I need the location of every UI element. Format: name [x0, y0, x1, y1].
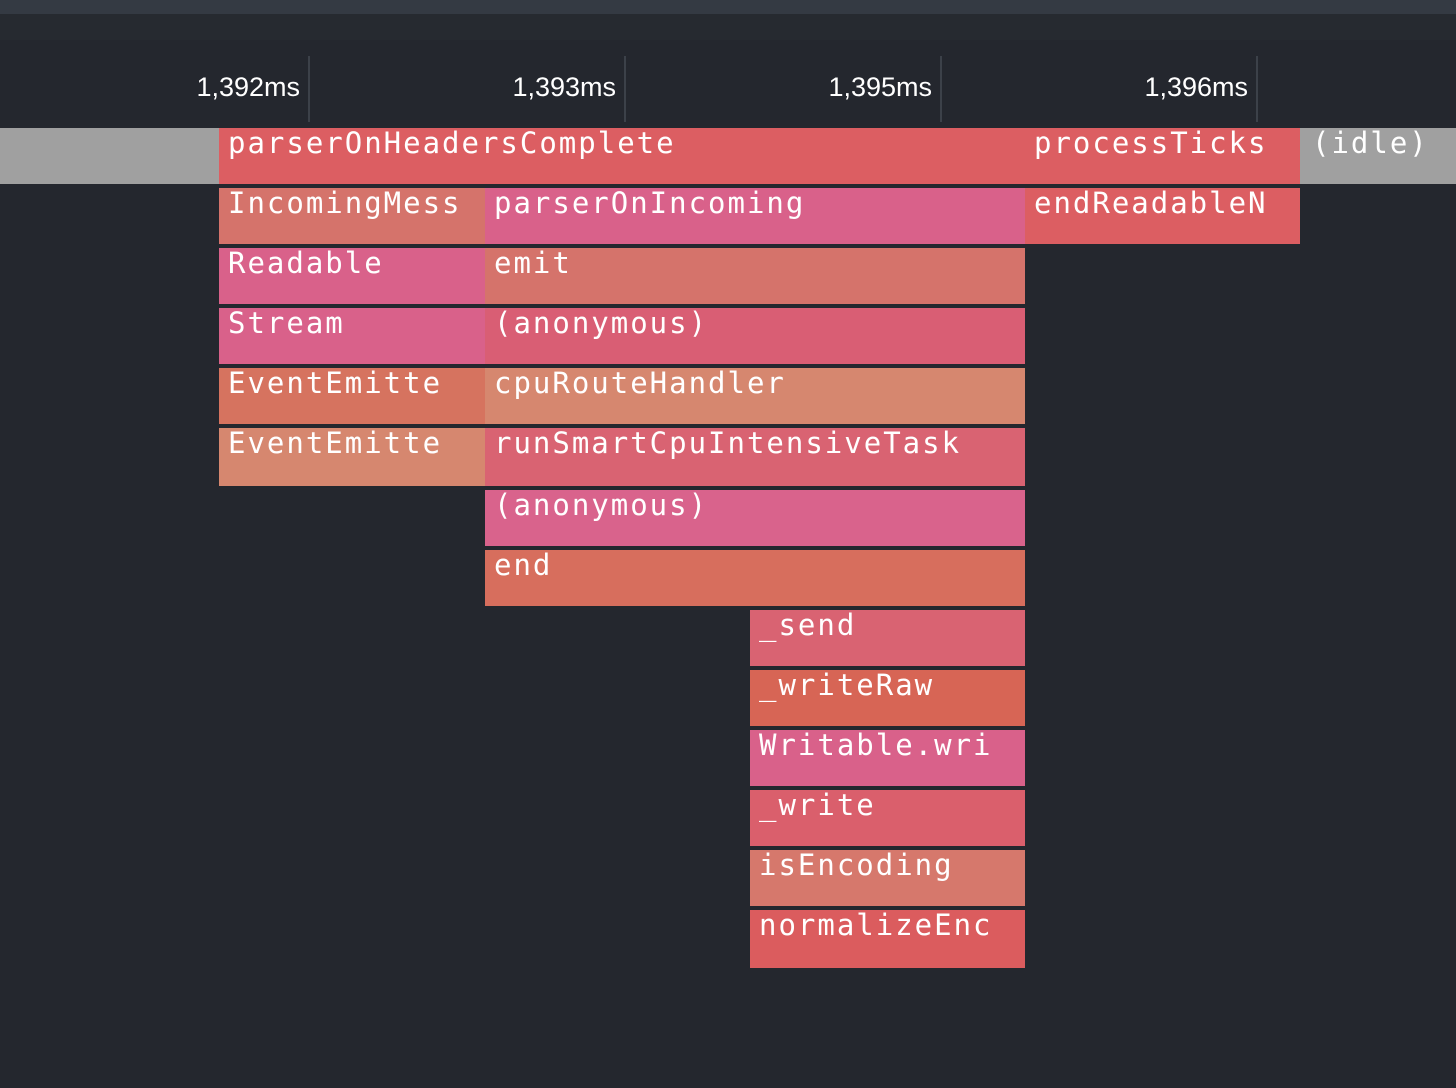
frame-EventEmitter[interactable]: EventEmitte	[219, 428, 485, 486]
frame-send[interactable]: _send	[750, 610, 1025, 666]
frame-label: cpuRouteHandler	[494, 368, 786, 400]
frame-parserOnIncoming[interactable]: parserOnIncoming	[485, 188, 1025, 244]
frame-end[interactable]: end	[485, 550, 1025, 606]
frame-idle[interactable]: (idle)	[1300, 128, 1456, 184]
frame-label: EventEmitte	[228, 428, 443, 460]
frame-EventEmitter[interactable]: EventEmitte	[219, 368, 485, 424]
frame-label: emit	[494, 248, 572, 280]
frame-writeRaw[interactable]: _writeRaw	[750, 670, 1025, 726]
tick-label: 1,393ms	[512, 72, 616, 102]
frame-label: processTicks	[1034, 128, 1268, 160]
frame-label: _write	[759, 790, 876, 822]
frame-label: (anonymous)	[494, 308, 709, 340]
frame-label: Stream	[228, 308, 345, 340]
frame-Writable-write[interactable]: Writable.wri	[750, 730, 1025, 786]
frame-label: parserOnIncoming	[494, 188, 806, 220]
frame-label: Readable	[228, 248, 384, 280]
tick-line	[624, 56, 626, 122]
frame-parserOnHeadersComplete[interactable]: parserOnHeadersComplete	[219, 128, 1025, 184]
frame-cpuRouteHandler[interactable]: cpuRouteHandler	[485, 368, 1025, 424]
tick-label: 1,392ms	[196, 72, 300, 102]
frame-label: parserOnHeadersComplete	[228, 128, 676, 160]
frame-label: _writeRaw	[759, 670, 935, 702]
frame-Stream[interactable]: Stream	[219, 308, 485, 364]
tick-line	[940, 56, 942, 122]
tick-line	[308, 56, 310, 122]
frame-label: (anonymous)	[494, 490, 709, 522]
frame-Readable[interactable]: Readable	[219, 248, 485, 304]
frame-label: _send	[759, 610, 857, 642]
tick-label: 1,396ms	[1144, 72, 1248, 102]
frame-IncomingMessage[interactable]: IncomingMess	[219, 188, 485, 244]
tick-line	[1256, 56, 1258, 122]
frame-emit[interactable]: emit	[485, 248, 1025, 304]
frame-label: (idle)	[1312, 128, 1429, 160]
frame-normalizeEncoding[interactable]: normalizeEnc	[750, 910, 1025, 968]
frame-isEncoding[interactable]: isEncoding	[750, 850, 1025, 906]
frame-label: IncomingMess	[228, 188, 462, 220]
frame-write[interactable]: _write	[750, 790, 1025, 846]
frame-processTicks[interactable]: processTicks	[1025, 128, 1300, 184]
frame-anonymous[interactable]: (anonymous)	[485, 308, 1025, 364]
frame-label: endReadableN	[1034, 188, 1268, 220]
timeline-ruler: 1,392ms 1,393ms 1,395ms 1,396ms	[0, 40, 1456, 126]
frame-label: runSmartCpuIntensiveTask	[494, 428, 962, 460]
toolbar-strip	[0, 0, 1456, 14]
frame-runSmartCpuIntensiveTask[interactable]: runSmartCpuIntensiveTask	[485, 428, 1025, 486]
frame-label: EventEmitte	[228, 368, 443, 400]
frame-anonymous[interactable]: (anonymous)	[485, 490, 1025, 546]
frame-label: Writable.wri	[759, 730, 993, 762]
toolbar-shadow	[0, 14, 1456, 40]
frame-idle-root[interactable]	[0, 128, 219, 184]
frame-label: normalizeEnc	[759, 910, 993, 942]
frame-endReadableNT[interactable]: endReadableN	[1025, 188, 1300, 244]
frame-label: end	[494, 550, 553, 582]
tick-label: 1,395ms	[828, 72, 932, 102]
frame-label: isEncoding	[759, 850, 954, 882]
